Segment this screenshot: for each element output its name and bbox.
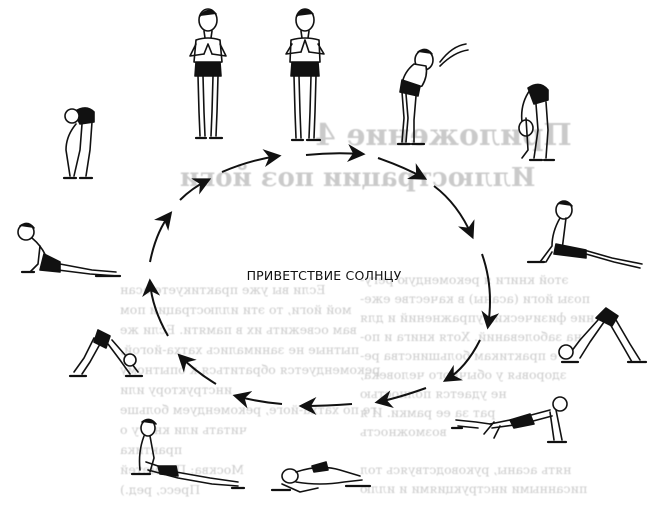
sequence-arrow: [177, 353, 217, 385]
sequence-arrow: [481, 253, 500, 330]
sequence-arrow: [374, 387, 427, 408]
pose-8-eight-limb: [270, 461, 372, 493]
sequence-arrow: [232, 391, 283, 409]
pose-9-cobra: [130, 418, 246, 490]
sequence-arrow: [221, 149, 282, 173]
pose-12-forward-bend-left: [62, 107, 95, 180]
pose-2-prayer-standing: [285, 8, 325, 142]
pose-10-downward-dog-left: [68, 329, 144, 378]
sequence-arrow: [305, 143, 366, 162]
sequence-arrow: [433, 185, 475, 240]
sequence-arrow-ring: [142, 143, 500, 415]
pose-1-prayer-standing: [189, 8, 227, 140]
sequence-arrow: [142, 278, 169, 337]
sequence-arrow: [149, 211, 173, 263]
pose-3-raised-arms-backbend: [396, 43, 469, 146]
sequence-arrow: [377, 157, 428, 180]
pose-7-plank: [450, 396, 568, 444]
sequence-arrow: [442, 339, 481, 382]
pose-11-lunge-left: [17, 222, 122, 278]
diagram-center-label: ПРИВЕТСТВИЕ СОЛНЦУ: [246, 268, 402, 283]
pose-6-downward-dog-right: [558, 307, 648, 364]
pose-5-lunge-right: [526, 200, 643, 269]
sequence-arrow: [298, 396, 353, 415]
pose-4-forward-bend: [518, 83, 556, 162]
sequence-arrow: [179, 178, 212, 201]
